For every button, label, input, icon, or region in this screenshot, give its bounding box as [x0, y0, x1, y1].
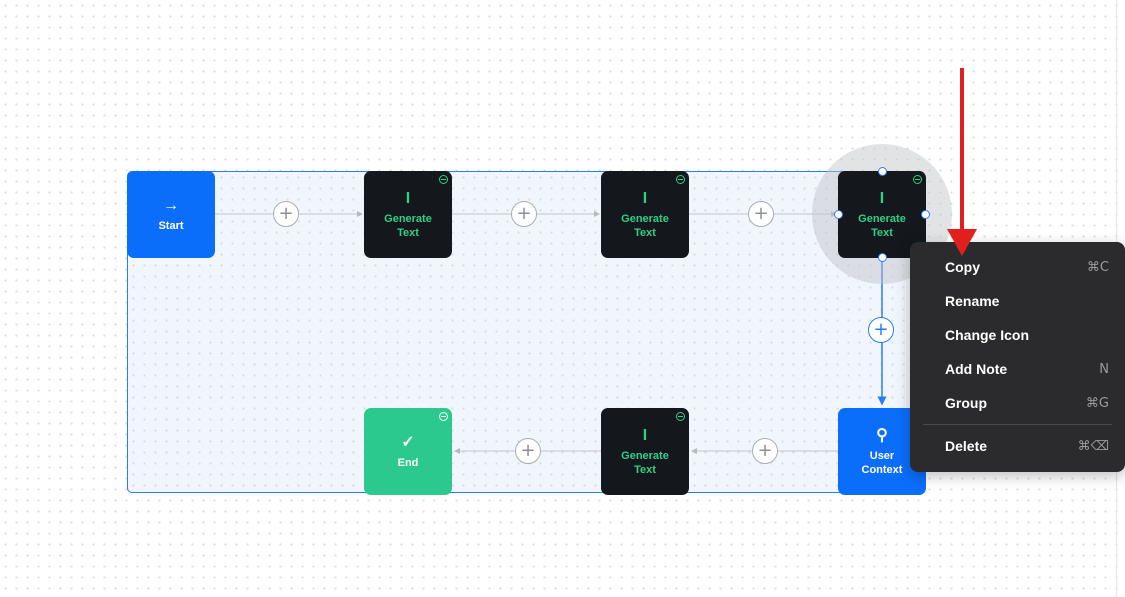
node-generate-text-2[interactable]: I Generate Text	[601, 171, 689, 258]
menu-item-label: Rename	[945, 293, 1000, 309]
node-generate-text-4[interactable]: I Generate Text	[601, 408, 689, 495]
check-circle-icon: ✓	[401, 433, 415, 451]
add-step-button[interactable]: +	[748, 201, 774, 227]
collapse-icon[interactable]	[676, 412, 685, 421]
node-label: Generate Text	[858, 212, 906, 239]
arrow-right-icon: →	[163, 196, 179, 214]
menu-item-shortcut: ⌘C	[1086, 259, 1109, 275]
menu-item-change-icon[interactable]: Change Icon	[910, 318, 1125, 352]
resize-handle-top[interactable]	[878, 167, 887, 176]
node-label: Generate Text	[621, 212, 669, 239]
node-label: End	[397, 456, 419, 469]
text-cursor-icon: I	[642, 426, 648, 444]
menu-item-delete[interactable]: Delete ⌘⌫	[910, 429, 1125, 463]
node-label: Generate Text	[384, 212, 432, 239]
add-step-button[interactable]: +	[752, 438, 778, 464]
collapse-icon[interactable]	[913, 175, 922, 184]
add-step-button[interactable]: +	[868, 317, 894, 343]
menu-item-label: Add Note	[945, 361, 1008, 377]
user-search-icon: ⚲	[876, 426, 888, 444]
menu-item-label: Delete	[945, 438, 988, 454]
menu-item-group[interactable]: Group ⌘G	[910, 386, 1125, 420]
menu-item-label: Group	[945, 395, 987, 411]
collapse-icon[interactable]	[439, 175, 448, 184]
context-menu: Copy ⌘C Rename Change Icon Add Note N Gr…	[910, 242, 1125, 472]
text-cursor-icon: I	[879, 189, 885, 207]
menu-item-shortcut: ⌘⌫	[1077, 438, 1109, 454]
collapse-icon[interactable]	[439, 412, 448, 421]
node-start[interactable]: → Start	[127, 171, 215, 258]
node-end[interactable]: ✓ End	[364, 408, 452, 495]
node-generate-text-1[interactable]: I Generate Text	[364, 171, 452, 258]
collapse-icon[interactable]	[676, 175, 685, 184]
resize-handle-right[interactable]	[921, 210, 930, 219]
node-label: Start	[158, 219, 184, 232]
menu-item-add-note[interactable]: Add Note N	[910, 352, 1125, 386]
menu-item-rename[interactable]: Rename	[910, 284, 1125, 318]
menu-item-shortcut: ⌘G	[1085, 395, 1109, 411]
node-label: Generate Text	[621, 449, 669, 476]
text-cursor-icon: I	[405, 189, 411, 207]
node-label: User Context	[861, 449, 903, 476]
menu-divider	[923, 424, 1112, 425]
add-step-button[interactable]: +	[273, 201, 299, 227]
resize-handle-bottom[interactable]	[878, 253, 887, 262]
menu-item-label: Copy	[945, 259, 980, 275]
menu-item-shortcut: N	[1099, 361, 1109, 377]
menu-item-copy[interactable]: Copy ⌘C	[910, 250, 1125, 284]
add-step-button[interactable]: +	[515, 438, 541, 464]
add-step-button[interactable]: +	[511, 201, 537, 227]
resize-handle-left[interactable]	[834, 210, 843, 219]
menu-item-label: Change Icon	[945, 327, 1030, 343]
text-cursor-icon: I	[642, 189, 648, 207]
